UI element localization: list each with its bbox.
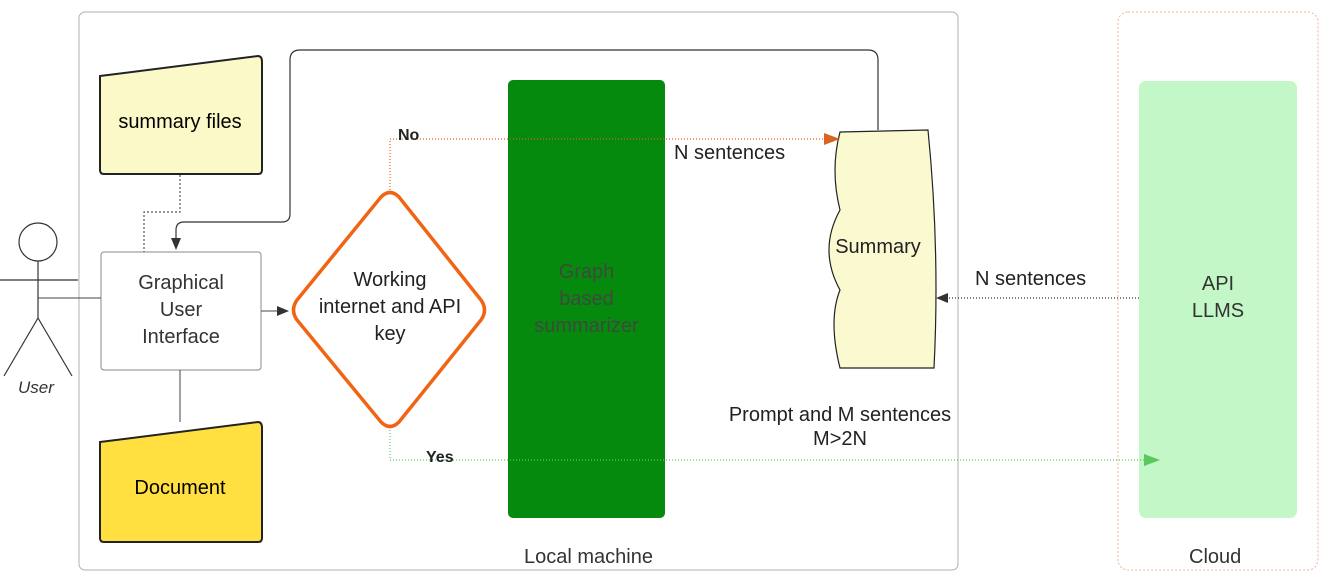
- cloud-label: Cloud: [1189, 546, 1242, 568]
- decision-label-line: Working: [353, 268, 427, 291]
- summary-node: [828, 129, 937, 369]
- decision-node: [291, 190, 487, 429]
- user-actor-icon: [0, 222, 78, 377]
- llms-label: API LLMS: [1139, 270, 1297, 326]
- summary-files-gui-connector: [143, 175, 181, 252]
- no-arrow: [389, 133, 840, 190]
- summary-files-label: summary files: [118, 110, 242, 133]
- decision-label-line: key: [374, 322, 406, 345]
- gui-label-line: User: [159, 298, 203, 321]
- summarizer-label-line: based: [559, 287, 614, 310]
- local-machine-label: Local machine: [524, 546, 653, 568]
- summarizer-label-line: summarizer: [534, 314, 639, 337]
- llms-label-line: API: [1201, 273, 1235, 295]
- summarizer-label-line: Graph: [558, 260, 615, 283]
- gui-label-line: Graphical: [138, 271, 224, 294]
- document-label: Document: [134, 476, 226, 499]
- gui-label: Graphical User Interface: [101, 260, 261, 360]
- no-label: No: [398, 127, 420, 144]
- user-label: User: [18, 378, 54, 397]
- summarizer-node: [508, 80, 665, 518]
- yes-label: Yes: [426, 449, 454, 466]
- n-sentences-right-label: N sentences: [975, 268, 1087, 290]
- llms-label-line: LLMS: [1191, 300, 1245, 322]
- decision-label-line: internet and API: [318, 295, 462, 318]
- local-machine-region: [78, 11, 959, 571]
- yes-arrow: [389, 430, 1160, 466]
- summary-label: Summary: [835, 235, 921, 258]
- n-sentences-top-label: N sentences: [674, 142, 786, 164]
- prompt-label: Prompt and M sentences M>2N: [700, 402, 980, 452]
- summary-files-node: [99, 54, 263, 175]
- gui-label-line: Interface: [142, 325, 220, 348]
- llms-node: [1139, 81, 1297, 518]
- summary-gui-return-arrow: [171, 49, 879, 250]
- decision-label: Working internet and API key: [298, 262, 482, 352]
- prompt-label-line: M>2N: [813, 428, 867, 450]
- cloud-region: [1117, 11, 1319, 571]
- document-node: [99, 420, 263, 543]
- summarizer-label: Graph based summarizer: [508, 256, 665, 342]
- prompt-label-line: Prompt and M sentences: [728, 404, 952, 426]
